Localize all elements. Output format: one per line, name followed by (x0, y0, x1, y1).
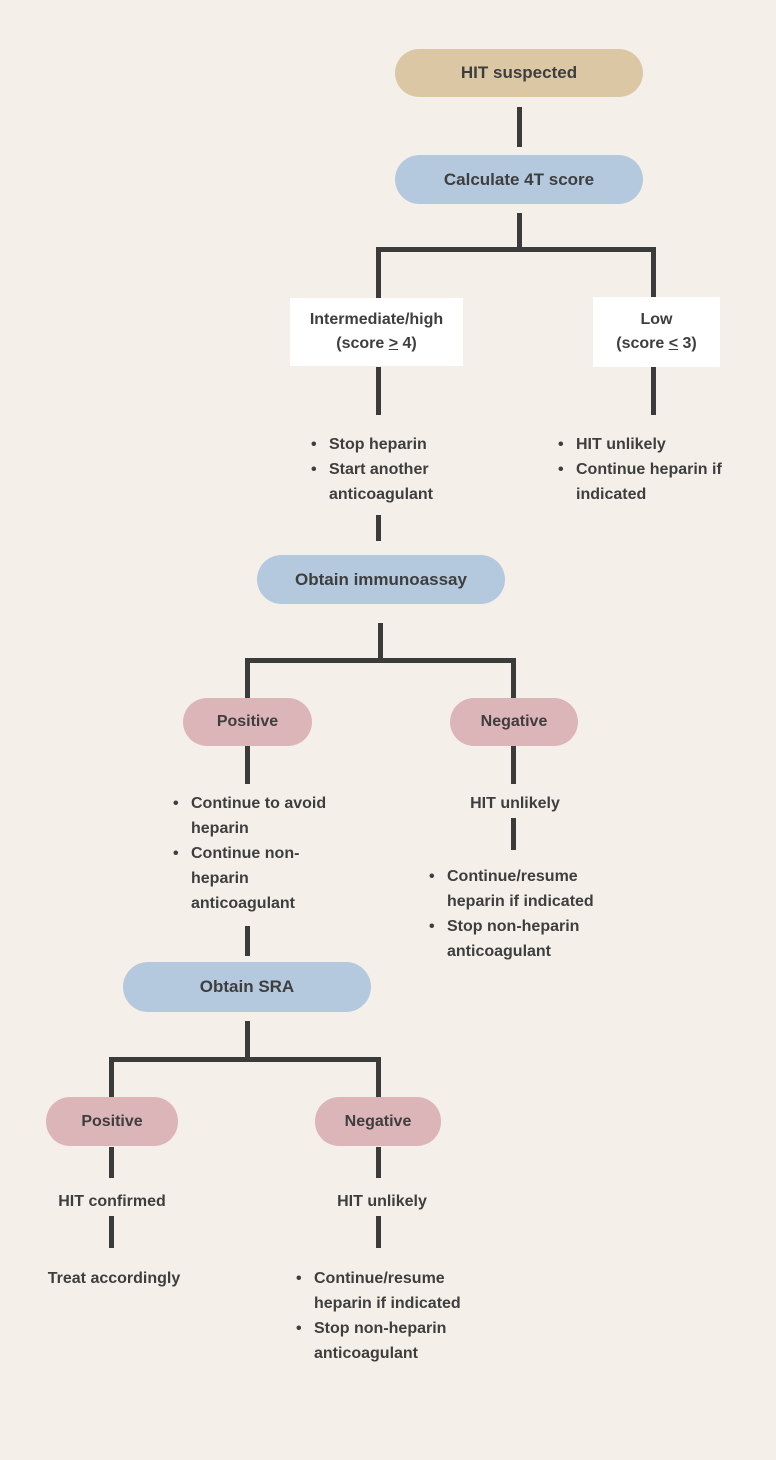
lte-symbol: < (668, 335, 679, 352)
connector-actions-sra (245, 926, 250, 956)
connector-sra-positive-result (109, 1147, 114, 1178)
node-immunoassay-negative: Negative (450, 698, 578, 746)
intermediate-high-line2: (score > 4) (336, 335, 417, 352)
sra-negative-result-label: HIT unlikely (337, 1193, 427, 1210)
list-item: Continue heparin if indicated (557, 457, 737, 507)
low-actions-list: HIT unlikely Continue heparin if indicat… (557, 432, 737, 507)
branch-sra-right-drop (376, 1057, 381, 1097)
node-hit-suspected: HIT suspected (395, 49, 643, 97)
connector-confirmed-treat (109, 1216, 114, 1248)
connector-suspected-calculate (517, 107, 522, 147)
node-obtain-immunoassay: Obtain immunoassay (257, 555, 505, 604)
node-low-score: Low (score < 3) (593, 297, 720, 367)
connector-immunoassay-branch (378, 623, 383, 660)
list-item: Stop heparin (310, 432, 470, 457)
node-immunoassay-positive: Positive (183, 698, 312, 746)
list-item: Stop non-heparin anticoagulant (295, 1316, 485, 1366)
connector-sra-branch (245, 1021, 250, 1058)
list-item: Continue/resume heparin if indicated (295, 1266, 485, 1316)
branch-immunoassay-left-drop (245, 658, 250, 698)
immuno-negative-actions-list: Continue/resume heparin if indicated Sto… (428, 864, 618, 964)
immuno-negative-result-label: HIT unlikely (470, 795, 560, 812)
node-obtain-sra: Obtain SRA (123, 962, 371, 1012)
low-line1: Low (640, 311, 673, 328)
node-calculate-4t-score: Calculate 4T score (395, 155, 643, 204)
list-item: Continue to avoid heparin (172, 791, 337, 841)
connector-immuno-positive-actions (245, 746, 250, 784)
branch-4t-horizontal (376, 247, 656, 252)
intermediate-actions-list: Stop heparin Start another anticoagulant (310, 432, 470, 507)
connector-sra-negative-result (376, 1147, 381, 1178)
sra-negative-actions-list: Continue/resume heparin if indicated Sto… (295, 1266, 485, 1366)
list-item: Continue non-heparin anticoagulant (172, 841, 337, 916)
branch-sra-horizontal (109, 1057, 381, 1062)
connector-calculate-branch (517, 213, 522, 249)
node-intermediate-high-score: Intermediate/high (score > 4) (290, 298, 463, 366)
treat-accordingly-label: Treat accordingly (47, 1270, 181, 1287)
list-item: Start another anticoagulant (310, 457, 470, 507)
connector-unlikely-actions (376, 1216, 381, 1248)
immuno-positive-actions-list: Continue to avoid heparin Continue non-h… (172, 791, 337, 916)
connector-intermediate-actions (376, 367, 381, 415)
node-sra-negative: Negative (315, 1097, 441, 1146)
low-line2: (score < 3) (616, 335, 697, 352)
branch-immunoassay-right-drop (511, 658, 516, 698)
connector-immuno-negative-result (511, 746, 516, 784)
branch-sra-left-drop (109, 1057, 114, 1097)
connector-hit-unlikely-actions (511, 818, 516, 850)
connector-actions-immunoassay (376, 515, 381, 541)
intermediate-high-line1: Intermediate/high (309, 311, 444, 328)
list-item: HIT unlikely (557, 432, 737, 457)
gte-symbol: > (388, 335, 399, 352)
branch-4t-right-drop (651, 247, 656, 298)
branch-immunoassay-horizontal (245, 658, 516, 663)
list-item: Continue/resume heparin if indicated (428, 864, 618, 914)
connector-low-actions (651, 367, 656, 415)
list-item: Stop non-heparin anticoagulant (428, 914, 618, 964)
branch-4t-left-drop (376, 247, 381, 298)
sra-positive-result-label: HIT confirmed (58, 1193, 166, 1210)
node-sra-positive: Positive (46, 1097, 178, 1146)
